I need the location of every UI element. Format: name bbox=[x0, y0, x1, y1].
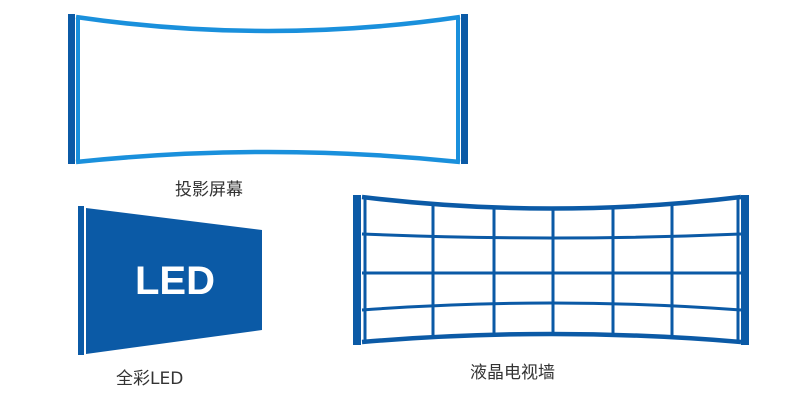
led-post bbox=[78, 206, 84, 355]
left-post bbox=[353, 195, 361, 345]
wall-bottom-edge bbox=[361, 331, 742, 345]
right-post bbox=[741, 195, 749, 345]
right-post bbox=[461, 14, 468, 164]
projection-screen bbox=[68, 14, 468, 165]
lcd-video-wall bbox=[353, 194, 749, 345]
left-post bbox=[68, 14, 75, 164]
led-panel bbox=[86, 208, 262, 354]
full-color-led: LED bbox=[78, 206, 262, 355]
projection-screen-label: 投影屏幕 bbox=[175, 180, 243, 200]
screen-bottom-edge bbox=[75, 149, 461, 165]
lcd-video-wall-label: 液晶电视墙 bbox=[470, 363, 555, 383]
full-color-led-label: 全彩LED bbox=[116, 369, 184, 389]
wall-row-line bbox=[361, 232, 742, 240]
led-screen-text: LED bbox=[135, 259, 215, 303]
screen-top-edge bbox=[75, 14, 461, 34]
wall-row-line bbox=[361, 301, 742, 312]
wall-top-edge bbox=[361, 194, 742, 211]
